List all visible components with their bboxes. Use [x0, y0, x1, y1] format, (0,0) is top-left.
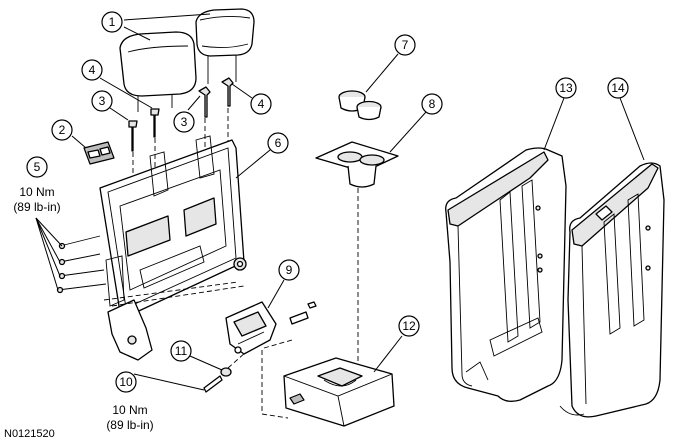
callout-label: 11 — [175, 344, 188, 358]
callout-5: 5 10 Nm (89 lb-in) — [13, 156, 63, 291]
callout-label: 4 — [258, 97, 265, 111]
headrest-right — [195, 8, 255, 84]
callout-8: 8 — [389, 93, 443, 153]
torque-imperial: (89 lb-in) — [13, 200, 60, 214]
bolt-washer — [203, 351, 247, 393]
callout-12: 12 — [373, 315, 420, 373]
headrest-left — [119, 31, 197, 112]
torque-metric: 10 Nm — [19, 185, 54, 199]
callout-label: 10 — [119, 375, 133, 389]
callout-label: 1 — [109, 15, 116, 29]
callout-label: 9 — [286, 263, 293, 277]
latch-bezel — [83, 141, 115, 165]
callout-14: 14 — [607, 77, 645, 161]
torque-imperial: (89 lb-in) — [106, 418, 153, 432]
callout-label: 7 — [402, 38, 409, 52]
callout-label: 2 — [59, 123, 66, 137]
callout-label: 14 — [611, 81, 625, 95]
seat-cover-14 — [559, 162, 665, 418]
callout-2: 2 — [51, 119, 87, 149]
callout-label: 13 — [559, 81, 573, 95]
callout-4a: 4 — [81, 59, 153, 109]
callout-4b: 4 — [231, 83, 272, 115]
callout-label: 3 — [99, 94, 106, 108]
figure-id: N0121520 — [4, 428, 55, 440]
callout-3a: 3 — [91, 90, 129, 121]
callout-1: 1 — [101, 11, 211, 41]
callout-6: 6 — [235, 132, 289, 179]
seat-hinge-bracket — [225, 301, 317, 355]
cupholder-inserts — [338, 90, 382, 121]
callout-label: 5 — [34, 160, 41, 174]
armrest-console — [261, 339, 395, 427]
callout-7: 7 — [365, 34, 416, 93]
callout-label: 6 — [275, 136, 282, 150]
callout-13: 13 — [543, 77, 577, 151]
seat-back-frame — [56, 135, 247, 361]
torque-metric: 10 Nm — [112, 403, 147, 417]
callout-3b: 3 — [173, 95, 201, 133]
cupholder-tray — [315, 141, 399, 376]
callout-label: 8 — [429, 97, 436, 111]
callout-label: 12 — [402, 319, 416, 333]
callout-9: 9 — [267, 259, 300, 309]
callout-label: 3 — [181, 115, 188, 129]
seat-cover-13 — [445, 147, 567, 402]
callout-10: 10 10 Nm (89 lb-in) — [106, 371, 205, 432]
callout-11: 11 — [170, 340, 223, 371]
callout-label: 4 — [89, 63, 96, 77]
